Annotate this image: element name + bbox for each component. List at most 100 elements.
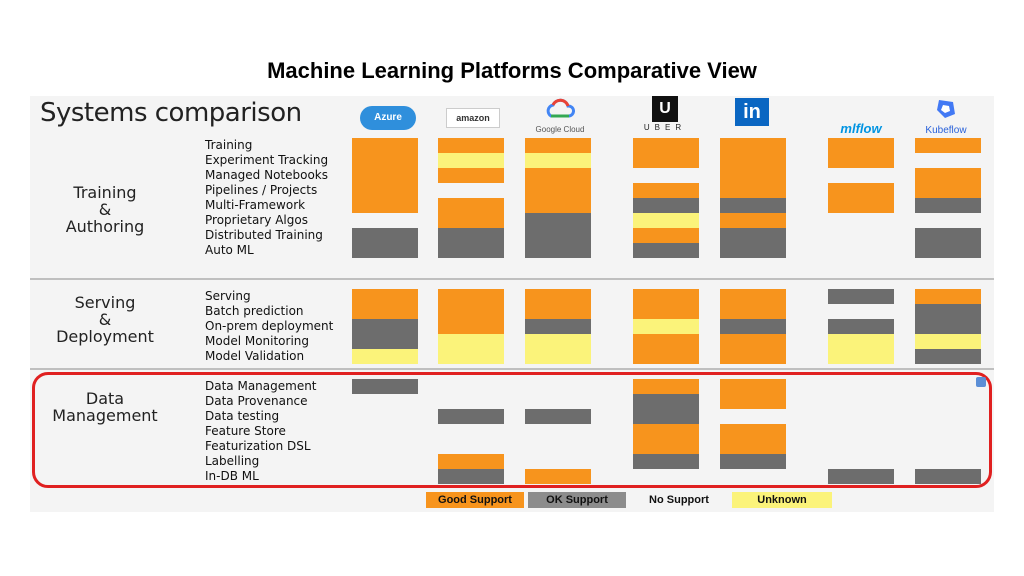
support-cell-azure-good: [352, 153, 418, 168]
translate-icon: [976, 377, 986, 387]
support-cell-kubeflow-good: [915, 183, 981, 198]
support-cell-google-unknown: [525, 349, 591, 364]
support-cell-azure-good: [352, 138, 418, 153]
google-cloud-icon: [546, 98, 576, 118]
support-cell-google-ok: [525, 213, 591, 228]
support-cell-azure-ok: [352, 243, 418, 258]
support-cell-uber-good: [633, 138, 699, 153]
support-cell-amazon-ok: [438, 228, 504, 243]
support-cell-google-ok: [525, 409, 591, 424]
section-label-data-management: Data Management: [40, 390, 170, 424]
feature-label: Experiment Tracking: [205, 153, 329, 167]
support-cell-kubeflow-ok: [915, 198, 981, 213]
support-cell-azure-good: [352, 168, 418, 183]
support-cell-linkedin-good: [720, 334, 786, 349]
support-cell-mlflow-unknown: [828, 334, 894, 349]
support-cell-google-ok: [525, 228, 591, 243]
section-label-line: Management: [52, 406, 158, 425]
support-cell-mlflow-unknown: [828, 349, 894, 364]
support-cell-linkedin-good: [720, 439, 786, 454]
support-cell-linkedin-good: [720, 183, 786, 198]
support-cell-amazon-unknown: [438, 334, 504, 349]
support-cell-uber-good: [633, 439, 699, 454]
support-cell-google-unknown: [525, 153, 591, 168]
kubeflow-icon: [937, 100, 955, 118]
support-cell-linkedin-good: [720, 424, 786, 439]
support-cell-linkedin-good: [720, 289, 786, 304]
uber-u-icon: U: [652, 96, 678, 122]
support-cell-google-good: [525, 289, 591, 304]
feature-label: Managed Notebooks: [205, 168, 329, 182]
support-cell-mlflow-ok: [828, 319, 894, 334]
support-cell-linkedin-good: [720, 138, 786, 153]
feature-label: In-DB ML: [205, 469, 259, 483]
section-label-line: &: [98, 310, 112, 329]
feature-label: Data testing: [205, 409, 280, 423]
support-cell-azure-ok: [352, 334, 418, 349]
feature-label: Serving: [205, 289, 251, 303]
support-cell-uber-good: [633, 228, 699, 243]
section-label-line: Training: [73, 183, 137, 202]
feature-label: Data Provenance: [205, 394, 308, 408]
support-cell-azure-ok: [352, 228, 418, 243]
support-cell-amazon-good: [438, 198, 504, 213]
support-cell-kubeflow-ok: [915, 228, 981, 243]
amazon-web-services-logo: amazon: [445, 108, 501, 130]
support-cell-uber-good: [633, 183, 699, 198]
kubeflow-logo: Kubeflow: [913, 98, 979, 138]
support-cell-amazon-good: [438, 319, 504, 334]
support-cell-azure-unknown: [352, 349, 418, 364]
support-cell-uber-ok: [633, 409, 699, 424]
kubeflow-label: Kubeflow: [925, 125, 967, 136]
data-management-highlight: [32, 372, 992, 488]
support-cell-uber-ok: [633, 243, 699, 258]
feature-label: Data Management: [205, 379, 317, 393]
support-cell-kubeflow-ok: [915, 469, 981, 484]
support-cell-amazon-unknown: [438, 349, 504, 364]
support-cell-mlflow-good: [828, 138, 894, 153]
legend-ok-support: OK Support: [528, 492, 626, 508]
support-cell-azure-good: [352, 289, 418, 304]
support-cell-kubeflow-unknown: [915, 334, 981, 349]
support-cell-linkedin-ok: [720, 228, 786, 243]
support-cell-linkedin-good: [720, 394, 786, 409]
support-cell-mlflow-good: [828, 198, 894, 213]
support-cell-azure-good: [352, 198, 418, 213]
support-cell-uber-unknown: [633, 213, 699, 228]
page-title: Machine Learning Platforms Comparative V…: [267, 58, 757, 83]
amazon-logo-text: amazon: [446, 108, 500, 128]
support-cell-kubeflow-good: [915, 168, 981, 183]
mlflow-logo: mlflow: [828, 120, 894, 138]
support-cell-linkedin-good: [720, 304, 786, 319]
support-cell-amazon-good: [438, 213, 504, 228]
support-cell-google-good: [525, 198, 591, 213]
feature-label: On-prem deployment: [205, 319, 334, 333]
support-cell-linkedin-good: [720, 379, 786, 394]
feature-label: Model Monitoring: [205, 334, 310, 348]
support-cell-azure-ok: [352, 379, 418, 394]
support-cell-kubeflow-good: [915, 138, 981, 153]
support-cell-amazon-good: [438, 168, 504, 183]
support-cell-kubeflow-good: [915, 289, 981, 304]
support-cell-amazon-ok: [438, 243, 504, 258]
section-divider: [30, 278, 994, 280]
support-cell-uber-good: [633, 304, 699, 319]
support-cell-uber-good: [633, 289, 699, 304]
feature-label: Multi-Framework: [205, 198, 306, 212]
support-cell-uber-ok: [633, 394, 699, 409]
support-cell-google-good: [525, 304, 591, 319]
support-cell-mlflow-good: [828, 153, 894, 168]
support-cell-linkedin-ok: [720, 454, 786, 469]
support-cell-azure-ok: [352, 319, 418, 334]
support-cell-amazon-good: [438, 454, 504, 469]
support-cell-google-good: [525, 138, 591, 153]
uber-label: UBER: [643, 123, 687, 132]
support-cell-mlflow-good: [828, 183, 894, 198]
support-cell-uber-good: [633, 349, 699, 364]
support-cell-uber-ok: [633, 454, 699, 469]
support-cell-google-ok: [525, 243, 591, 258]
support-cell-linkedin-good: [720, 168, 786, 183]
section-label-line: Deployment: [56, 327, 154, 346]
feature-label: Feature Store: [205, 424, 286, 438]
support-cell-amazon-ok: [438, 409, 504, 424]
